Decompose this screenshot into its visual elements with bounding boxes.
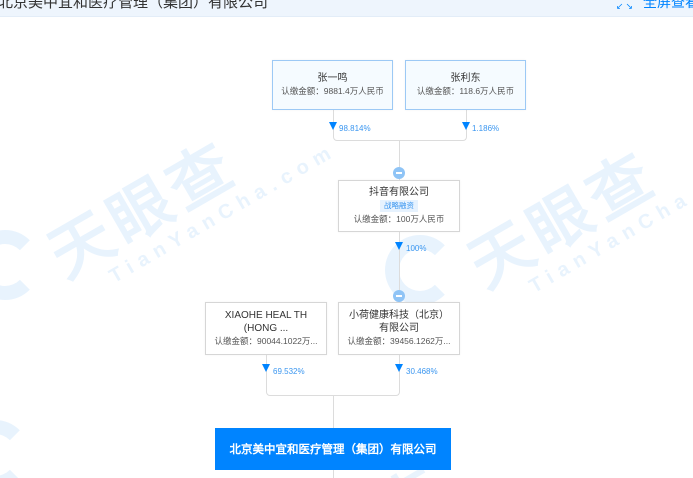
watermark: 天眼查 xyxy=(538,464,693,478)
company-name: 抖音有限公司 xyxy=(369,187,429,198)
shareholder-name: 张一鸣 xyxy=(317,73,348,84)
chart-header: 北京美中宜和医疗管理（集团）有限公司 ↙↘ 全屏查看 xyxy=(0,0,693,17)
down-arrow-icon xyxy=(262,364,270,372)
expand-arrows-icon: ↙↘ xyxy=(615,0,635,11)
watermark-logo-icon xyxy=(0,420,30,478)
collapse-button[interactable] xyxy=(393,167,405,179)
down-arrow-icon xyxy=(329,122,337,130)
watermark-text: 天眼查 xyxy=(38,129,250,292)
subscribed-amount: 认缴金额：90044.1022万... xyxy=(214,336,318,346)
down-arrow-icon xyxy=(395,242,403,250)
target-company-node[interactable]: 北京美中宜和医疗管理（集团）有限公司 xyxy=(215,428,451,470)
subscribed-amount: 认缴金额：39456.1262万... xyxy=(347,336,451,346)
watermark-logo-icon xyxy=(0,230,40,300)
subscribed-amount: 认缴金额：9881.4万人民币 xyxy=(281,86,384,96)
share-percent: 69.532% xyxy=(273,367,305,376)
subscribed-amount: 认缴金额：100万人民币 xyxy=(353,214,445,224)
fullscreen-label: 全屏查看 xyxy=(643,0,693,10)
company-node[interactable]: 小荷健康科技（北京）有限公司 认缴金额：39456.1262万... xyxy=(338,302,460,355)
shareholder-node[interactable]: 张利东 认缴金额：118.6万人民币 xyxy=(405,60,526,110)
connector-bracket xyxy=(333,121,467,141)
company-node[interactable]: 抖音有限公司 战略融资 认缴金额：100万人民币 xyxy=(338,180,460,232)
target-company-name: 北京美中宜和医疗管理（集团）有限公司 xyxy=(229,444,437,456)
share-percent: 1.186% xyxy=(472,124,500,133)
watermark-domain: TianYanCha.com xyxy=(105,139,341,288)
down-arrow-icon xyxy=(462,122,470,130)
header-title: 北京美中宜和医疗管理（集团）有限公司 xyxy=(0,0,269,11)
company-name: 小荷健康科技（北京）有限公司 xyxy=(349,310,449,334)
subscribed-amount: 认缴金额：118.6万人民币 xyxy=(416,86,515,96)
share-percent: 100% xyxy=(406,244,427,253)
down-arrow-icon xyxy=(395,364,403,372)
company-node[interactable]: XIAOHE HEAL TH (HONG ... 认缴金额：90044.1022… xyxy=(205,302,327,355)
watermark-domain: TianYanCha.com xyxy=(525,149,693,298)
share-percent: 98.814% xyxy=(339,124,371,133)
shareholder-name: 张利东 xyxy=(450,73,481,84)
watermark-text: 天眼查 xyxy=(538,464,693,478)
watermark: 天眼查 TianYanCha.com xyxy=(38,86,341,309)
shareholder-node[interactable]: 张一鸣 认缴金额：9881.4万人民币 xyxy=(272,60,393,110)
collapse-button[interactable] xyxy=(393,290,405,302)
company-name: XIAOHE HEAL TH (HONG ... xyxy=(224,310,308,334)
share-percent: 30.468% xyxy=(406,367,438,376)
fullscreen-button[interactable]: ↙↘ 全屏查看 xyxy=(616,0,693,12)
financing-tag: 战略融资 xyxy=(380,200,418,212)
